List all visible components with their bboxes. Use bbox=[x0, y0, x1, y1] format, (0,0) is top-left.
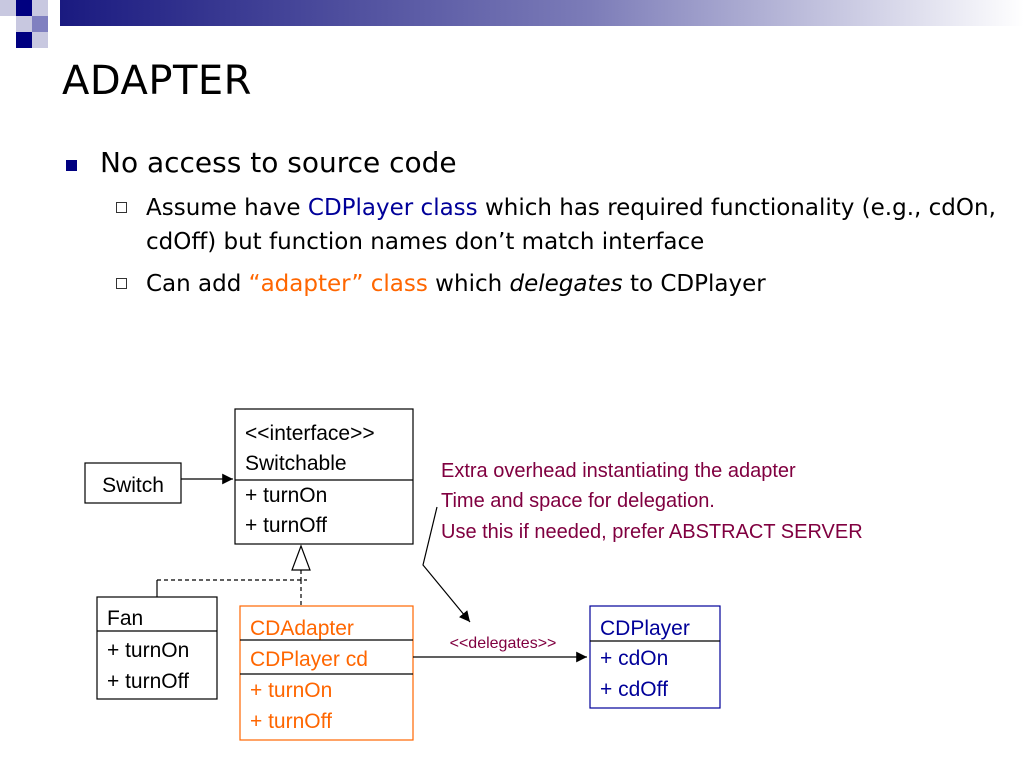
switchable-op2: + turnOff bbox=[245, 514, 327, 537]
sub2-text-highlight: “adapter” class bbox=[248, 271, 428, 297]
switchable-name: Switchable bbox=[245, 452, 347, 475]
cdadapter-attr: CDPlayer cd bbox=[250, 648, 368, 671]
bullet-main: No access to source code bbox=[62, 145, 1002, 181]
switchable-stereotype: <<interface>> bbox=[245, 422, 375, 445]
sub2-text-a: Can add bbox=[146, 271, 249, 297]
cdadapter-op2: + turnOff bbox=[250, 710, 332, 733]
cdadapter-class-box: CDAdapter CDPlayer cd + turnOn + turnOff bbox=[239, 605, 414, 741]
switch-label: Switch bbox=[102, 474, 164, 497]
overhead-note: Extra overhead instantiating the adapter… bbox=[441, 460, 863, 543]
fan-class-box: Fan + turnOn + turnOff bbox=[96, 596, 218, 700]
sub1-text-a: Assume have bbox=[146, 195, 308, 221]
fan-op2: + turnOff bbox=[107, 670, 189, 693]
sub1-text-c: which has required functionality (e.g., … bbox=[146, 195, 996, 255]
cdplayer-class-box: CDPlayer + cdOn + cdOff bbox=[589, 605, 721, 709]
note-line-2: Time and space for delegation. bbox=[441, 490, 715, 512]
hollow-square-bullet-icon bbox=[116, 278, 127, 289]
switchable-interface-box: <<interface>> Switchable + turnOn + turn… bbox=[234, 408, 414, 545]
hollow-square-bullet-icon bbox=[116, 202, 127, 213]
delegates-label: <<delegates>> bbox=[450, 635, 557, 652]
sub2-text-italic: delegates bbox=[509, 271, 623, 297]
decorative-banner bbox=[0, 0, 1024, 48]
fan-name: Fan bbox=[107, 607, 143, 630]
note-line-3: Use this if needed, prefer ABSTRACT SERV… bbox=[441, 521, 863, 543]
switchable-op1: + turnOn bbox=[245, 484, 327, 507]
note-line-1: Extra overhead instantiating the adapter bbox=[441, 460, 796, 482]
cdadapter-op1: + turnOn bbox=[250, 679, 332, 702]
square-bullet-icon bbox=[66, 160, 77, 171]
cdadapter-name: CDAdapter bbox=[250, 617, 354, 640]
note-pointer-arrow bbox=[422, 506, 471, 623]
fan-op1: + turnOn bbox=[107, 639, 189, 662]
cdplayer-name: CDPlayer bbox=[600, 617, 690, 640]
cdplayer-op1: + cdOn bbox=[600, 647, 668, 670]
sub2-text-c: which bbox=[427, 271, 510, 297]
cdplayer-op2: + cdOff bbox=[600, 678, 668, 701]
sub2-text-e: to CDPlayer bbox=[622, 271, 766, 297]
sub-bullet-2: Can add “adapter” class which delegates … bbox=[62, 267, 1002, 301]
sub1-text-highlight: CDPlayer class bbox=[307, 195, 478, 221]
bullet-main-text: No access to source code bbox=[100, 146, 457, 179]
bullet-list: No access to source code Assume have CDP… bbox=[62, 145, 1002, 301]
realization-arrow bbox=[156, 544, 311, 606]
switch-class-box: Switch bbox=[84, 462, 182, 504]
sub-bullet-1: Assume have CDPlayer class which has req… bbox=[62, 191, 1002, 259]
slide-title: ADAPTER bbox=[62, 58, 252, 104]
